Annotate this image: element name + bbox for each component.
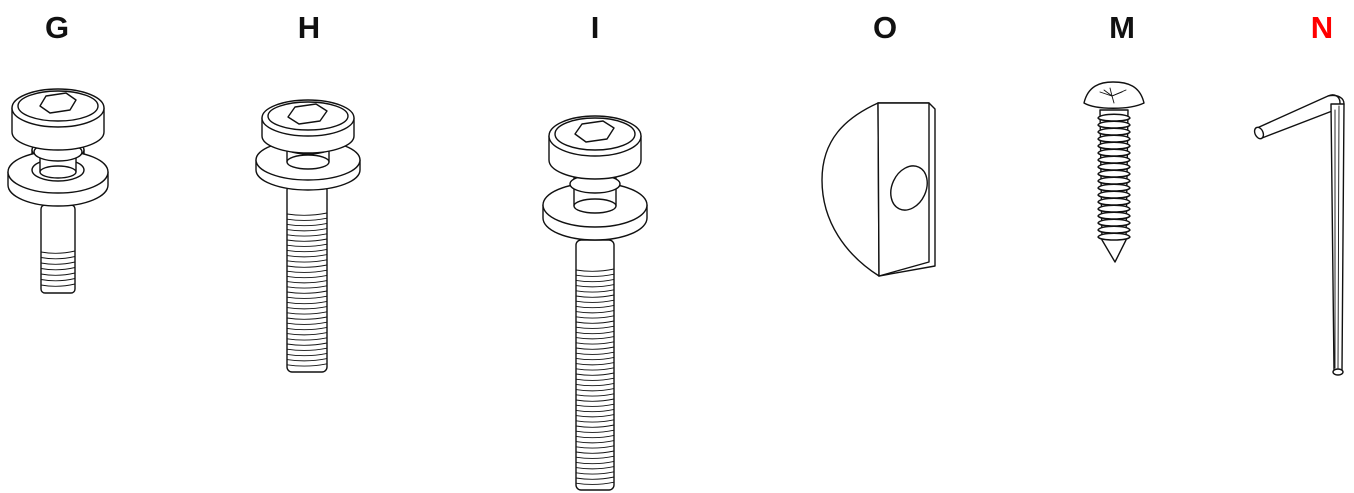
part-label-o: O [872,10,898,45]
medium-bolt-with-washers-icon [255,99,361,373]
part-label-m: M [1109,10,1135,45]
long-bolt-with-washers-icon [542,115,648,491]
part-label-i: I [590,10,600,45]
part-label-n: N [1310,10,1334,45]
part-label-g: G [44,10,70,45]
half-round-nut-icon [821,102,936,277]
allen-key-icon [1253,94,1345,376]
phillips-wood-screw-icon [1083,81,1145,263]
short-bolt-with-washers-icon [7,88,109,294]
part-label-h: H [297,10,321,45]
